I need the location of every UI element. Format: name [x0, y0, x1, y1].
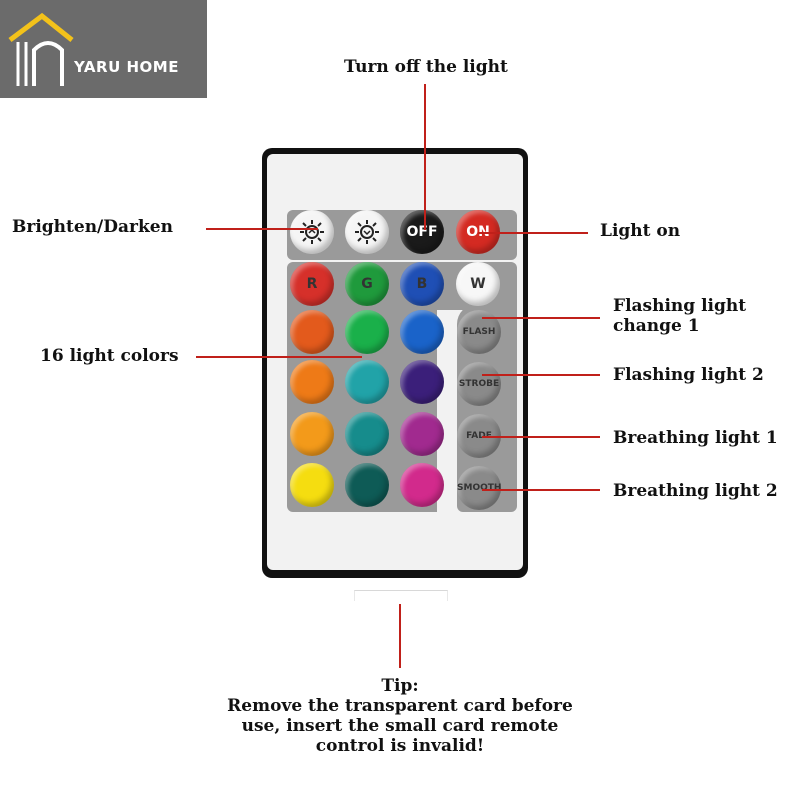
- white-button[interactable]: W: [456, 262, 500, 306]
- label-breathing-2: Breathing light 2: [613, 481, 778, 501]
- color-button-r4c3[interactable]: [400, 463, 444, 507]
- smooth-button-label: SMOOTH: [457, 483, 502, 493]
- color-button-r2c2[interactable]: [345, 360, 389, 404]
- color-button-r4c2[interactable]: [345, 463, 389, 507]
- color-button-r2c1[interactable]: [290, 360, 334, 404]
- red-button[interactable]: R: [290, 262, 334, 306]
- color-button-r1c1[interactable]: [290, 310, 334, 354]
- strobe-button[interactable]: STROBE: [457, 362, 501, 406]
- flash-button[interactable]: FLASH: [457, 310, 501, 354]
- brand-logo: YARU HOME: [0, 0, 207, 98]
- color-button-r1c3[interactable]: [400, 310, 444, 354]
- tip-line-2: use, insert the small card remote: [241, 716, 559, 736]
- off-button-label: OFF: [406, 224, 438, 240]
- label-flashing-1-line1: Flashing light: [613, 296, 747, 316]
- green-button-label: G: [361, 276, 373, 292]
- color-button-r4c1[interactable]: [290, 463, 334, 507]
- brightness-down-button[interactable]: [345, 210, 389, 254]
- brand-name: YARU HOME: [74, 58, 179, 76]
- tip-block: Tip: Remove the transparent card before …: [190, 676, 610, 756]
- label-brighten-darken: Brighten/Darken: [12, 217, 173, 237]
- tip-line-3: control is invalid!: [315, 736, 485, 756]
- color-button-r1c2[interactable]: [345, 310, 389, 354]
- color-button-r3c1[interactable]: [290, 412, 334, 456]
- green-button[interactable]: G: [345, 262, 389, 306]
- red-button-label: R: [306, 276, 318, 292]
- off-button[interactable]: OFF: [400, 210, 444, 254]
- transparent-card[interactable]: [354, 590, 448, 601]
- fade-button[interactable]: FADE: [457, 414, 501, 458]
- brightness-up-button[interactable]: [290, 210, 334, 254]
- color-button-r3c3[interactable]: [400, 412, 444, 456]
- label-turn-off: Turn off the light: [344, 57, 508, 77]
- label-flashing-1-line2: change 1: [613, 316, 700, 336]
- label-16-colors: 16 light colors: [40, 346, 179, 366]
- brightness-down-icon: [355, 220, 379, 244]
- fade-button-label: FADE: [466, 431, 492, 441]
- blue-button-label: B: [416, 276, 428, 292]
- strobe-button-label: STROBE: [458, 379, 500, 389]
- smooth-button[interactable]: SMOOTH: [457, 466, 501, 510]
- tip-title: Tip:: [381, 676, 419, 696]
- color-button-r2c3[interactable]: [400, 360, 444, 404]
- white-button-label: W: [470, 276, 486, 292]
- on-button[interactable]: ON: [456, 210, 500, 254]
- flash-button-label: FLASH: [462, 327, 496, 337]
- house-logo-icon: [8, 12, 74, 86]
- blue-button[interactable]: B: [400, 262, 444, 306]
- tip-line-1: Remove the transparent card before: [227, 696, 573, 716]
- label-flashing-2: Flashing light 2: [613, 365, 764, 385]
- label-light-on: Light on: [600, 221, 681, 241]
- on-button-label: ON: [466, 224, 490, 240]
- brightness-up-icon: [300, 220, 324, 244]
- color-button-r3c2[interactable]: [345, 412, 389, 456]
- label-breathing-1: Breathing light 1: [613, 428, 778, 448]
